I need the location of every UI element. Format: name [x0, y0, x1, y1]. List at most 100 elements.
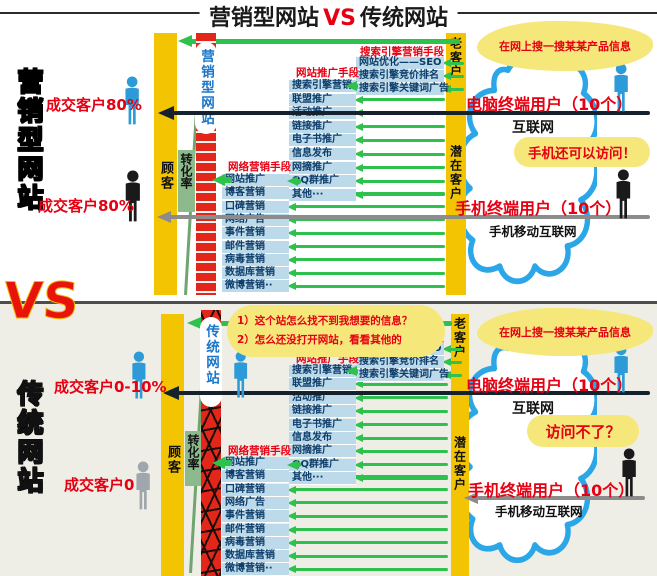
promo-flow-arrow-bottom-body [362, 382, 448, 386]
browsing-user-figure-bottom-person-icon [230, 351, 251, 398]
sem-arrow-bottom [442, 358, 451, 366]
deal-rate-bottom-1: 成交客户0-10% [54, 378, 167, 396]
mobile-user-label-top: 手机终端用户（10个） [455, 199, 622, 218]
site-banner-top-text: 营销型网站 [198, 49, 214, 127]
marketing-flow-arrow-bottom-body [295, 474, 448, 478]
promo-list-item-bottom: 网摘推广 [289, 445, 356, 459]
conversion-label-top: 转化率 [178, 150, 195, 212]
return-visit-arrow-bottom [187, 316, 201, 329]
marketing-flow-arrow-top [287, 255, 296, 264]
no-access-bubble-text: 访问不了？ [545, 422, 621, 441]
qq-to-promo-arrow-top-body [297, 178, 301, 184]
return-visit-arrow-top [178, 34, 192, 47]
marketing-flow-arrow-bottom-body [295, 501, 448, 505]
deal-rate-top-2: 成交客户80% [38, 197, 134, 215]
title-right: 传统网站 [359, 6, 448, 31]
search-cloud-top-text: 在网上搜一搜某某产品信息 [499, 40, 631, 53]
customer-figure-bottom-2-person-icon [132, 461, 154, 510]
marketing-flow-arrow-bottom [287, 485, 296, 494]
internet-label-top: 互联网 [512, 120, 554, 136]
no-access-bubble: 访问不了？ [527, 415, 639, 447]
mobile-net-label-bottom: 手机移动互联网 [495, 504, 583, 519]
sem-arrow-bottom [442, 345, 451, 353]
marketing-list-header-bottom: 网络营销手段 [228, 445, 291, 457]
marketing-list-item-top: 微博营销·· [222, 280, 289, 294]
marketing-flow-arrow-top [287, 229, 296, 238]
promo-flow-arrow-top [354, 136, 363, 145]
site-banner-top: 营销型网站 [195, 42, 217, 134]
marketing-flow-arrow-bottom-body [295, 528, 448, 531]
promo-list-item-top: QQ群推广 [289, 175, 356, 189]
promo-list-item-bottom: 信息发布 [289, 432, 356, 445]
search-cloud-bottom-text: 在网上搜一搜某某产品信息 [499, 326, 631, 339]
mobile-internet-line-top-body [170, 215, 650, 219]
marketing-list-item-top: 病毒营销 [222, 253, 289, 267]
promo-list-item-bottom: QQ群推广 [289, 458, 356, 472]
customer-figure-top-1-person-icon [121, 76, 143, 125]
internet-cloud-bottom [462, 332, 597, 563]
promo-flow-arrow-top [354, 150, 363, 158]
promo-list-item-bottom: 其他··· [289, 472, 356, 486]
internet-line-top [158, 105, 174, 120]
marketing-list-item-bottom: 口碑营销 [222, 483, 289, 497]
promo-flow-arrow-top [354, 95, 363, 104]
promo-flow-arrow-bottom [354, 407, 363, 416]
customer-bar-top-label: 顾客 [158, 161, 173, 191]
marketing-list-item-bottom: 微博营销·· [222, 563, 289, 576]
mobile-internet-line-bottom-body [477, 496, 645, 500]
internet-cloud-top [462, 53, 597, 285]
visitor-bar-bottom: 老客户 潜在客户 [451, 314, 469, 576]
sem-arrow-bottom [442, 371, 451, 379]
qq-to-promo-arrow-bottom [287, 459, 298, 470]
pc-user-label-top: 电脑终端用户（10个） [466, 95, 633, 114]
marketing-list-item-top: 网站推广 [222, 174, 289, 187]
promo-to-site-arrow-bottom [212, 457, 225, 469]
mobile-internet-line-top [157, 211, 171, 223]
promo-list-item-top: 信息发布 [289, 148, 356, 161]
promo-flow-arrow-top-body [362, 98, 445, 102]
marketing-list-item-top: 邮件营销 [222, 240, 289, 254]
promo-list-item-top: 网摘推广 [289, 161, 356, 175]
marketing-list-item-bottom: 事件营销 [222, 510, 289, 524]
mobile-user-figure-bottom-person-icon [618, 448, 640, 497]
qq-to-promo-arrow-top [287, 176, 298, 187]
sem-arrow-top [442, 85, 451, 93]
marketing-list-item-bottom: 数据库营销 [222, 550, 289, 564]
promo-flow-arrow-top [354, 122, 363, 131]
marketing-flow-arrow-top-body [295, 218, 445, 222]
promo-flow-arrow-top-body [362, 125, 445, 129]
marketing-list-item-bottom: 博客营销 [222, 470, 289, 484]
promo-list-item-bottom: 搜索引擎营销 [289, 365, 356, 378]
conversion-label-bottom-text: 转化率 [186, 434, 200, 470]
internet-line-bottom-body [178, 390, 650, 396]
promo-list-item-bottom: 链接推广 [289, 405, 356, 419]
promo-flow-arrow-bottom [354, 460, 363, 469]
promo-flow-arrow-bottom-body [362, 436, 448, 440]
promo-flow-arrow-top [354, 163, 363, 172]
mobile-internet-line-bottom [464, 492, 478, 504]
promo-list-item-top: 联盟推广 [289, 93, 356, 107]
promo-to-site-arrow-top-body [224, 177, 232, 183]
vs-label: VS [1, 272, 81, 331]
promo-list-item-top: 电子书推广 [289, 134, 356, 148]
marketing-flow-arrow-top [287, 242, 296, 251]
marketing-flow-arrow-bottom [287, 538, 296, 547]
complaint-line-2: 2）怎么还没打开网站，看看其他的 [237, 333, 402, 346]
marketing-list-item-top: 口碑营销 [222, 200, 289, 214]
promo-flow-arrow-bottom [354, 474, 363, 483]
promo-flow-arrow-bottom [354, 393, 363, 402]
promo-flow-arrow-bottom-body [362, 463, 448, 467]
search-cloud-bottom: 在网上搜一搜某某产品信息 [477, 308, 653, 356]
internet-line-top-body [173, 110, 650, 116]
marketing-flow-arrow-top-body [295, 284, 445, 288]
potential-customer-label-top: 潜在客户 [448, 145, 463, 201]
marketing-list-item-bottom: 网站推广 [222, 457, 289, 470]
marketing-list-header-top: 网络营销手段 [228, 161, 291, 173]
marketing-flow-arrow-top-body [295, 271, 445, 275]
promo-flow-arrow-top-body [362, 193, 445, 197]
side-label-traditional-site: 传统网站 [12, 379, 44, 497]
sem-arrow-bottom-body [450, 360, 462, 364]
conversion-label-bottom: 转化率 [185, 431, 202, 486]
